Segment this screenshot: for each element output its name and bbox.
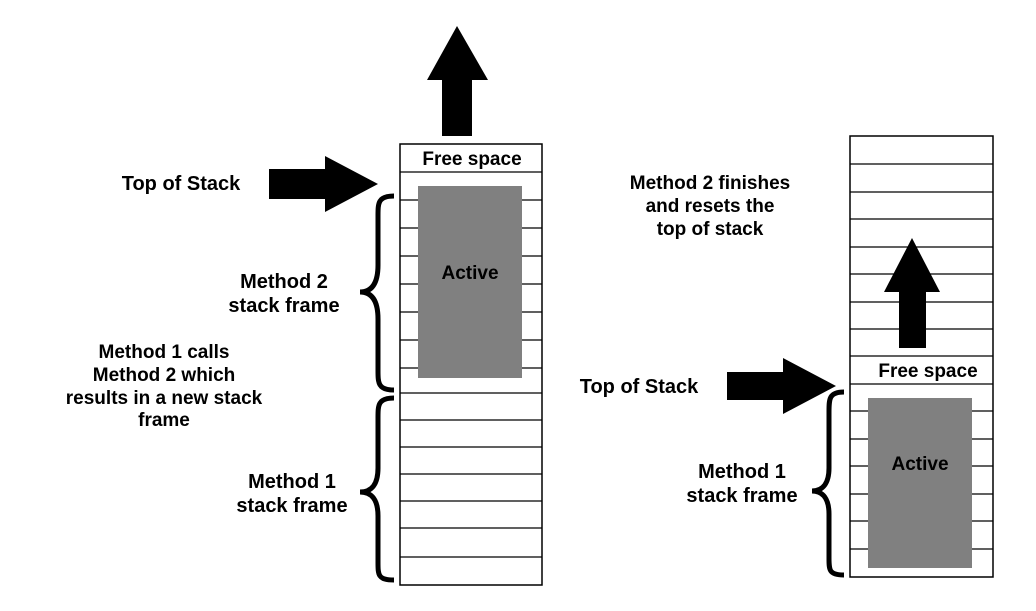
left-caption-line: Method 2 which — [92, 364, 236, 386]
right-method1-frame-label: Method 1 stack frame — [662, 460, 822, 508]
right-stack: Free space Active — [727, 135, 994, 578]
right-method1-frame-label-line: Method 1 — [698, 461, 786, 483]
left-stack: Free space Active — [269, 26, 543, 586]
left-free-space-label: Free space — [422, 149, 521, 170]
up-arrow-icon — [884, 238, 940, 348]
left-curly-brace-icon — [359, 193, 395, 393]
left-method1-frame-label-line: stack frame — [236, 495, 348, 517]
left-caption: Method 1 calls Method 2 which results in… — [24, 342, 304, 433]
left-curly-brace-icon — [811, 389, 845, 578]
method2-frame-label-line: Method 2 — [240, 271, 328, 293]
up-arrow-icon — [427, 26, 488, 136]
left-method1-frame-label-line: Method 1 — [248, 471, 336, 493]
right-caption-line: and resets the — [645, 195, 775, 217]
method2-frame-label-line: stack frame — [228, 295, 340, 317]
right-caption-line: Method 2 finishes — [629, 173, 791, 194]
right-active-label: Active — [891, 454, 948, 475]
left-caption-line: Method 1 calls — [98, 342, 230, 363]
right-caption-line: top of stack — [656, 218, 764, 240]
right-caption: Method 2 finishes and resets the top of … — [590, 173, 830, 241]
left-curly-brace-icon — [359, 395, 395, 583]
right-method1-frame-label-line: stack frame — [686, 485, 798, 507]
left-method1-frame-label: Method 1 stack frame — [212, 470, 372, 518]
right-free-space-label: Free space — [878, 361, 977, 382]
right-arrow-icon — [269, 156, 378, 212]
left-caption-line: results in a new stack — [65, 387, 263, 409]
left-active-label: Active — [441, 263, 498, 284]
right-active-block — [868, 398, 972, 568]
left-caption-line: frame — [138, 410, 190, 432]
left-top-of-stack-label: Top of Stack — [121, 173, 241, 195]
right-arrow-icon — [727, 358, 836, 414]
left-active-block — [418, 186, 522, 378]
method2-frame-label: Method 2 stack frame — [204, 270, 364, 318]
right-top-of-stack-label: Top of Stack — [579, 376, 699, 398]
